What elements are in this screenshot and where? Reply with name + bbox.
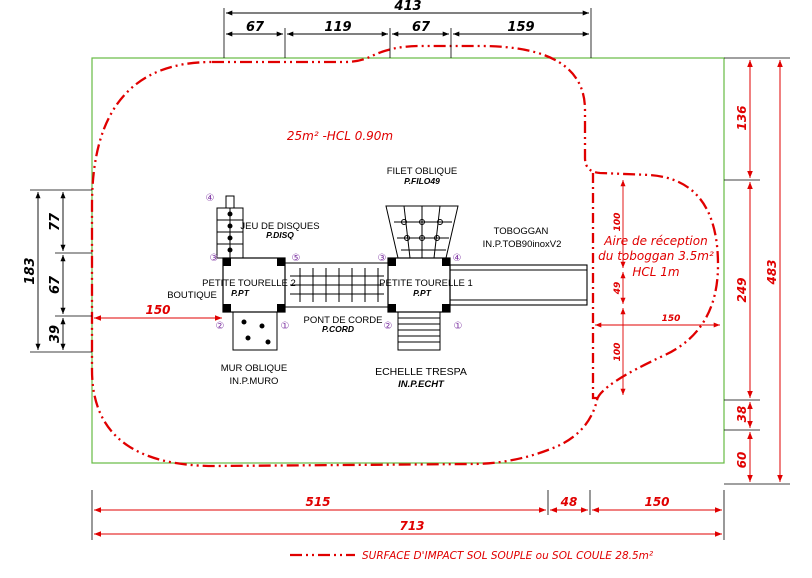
dim-bottom-total: 713	[399, 519, 424, 533]
dim-slide-zone-mid: 49	[613, 282, 623, 296]
dim-right-part: 60	[735, 452, 749, 469]
note-slide-zone-line3: HCL 1m	[632, 265, 679, 279]
marker-t2-bottom-right: ①	[281, 321, 290, 332]
label-slide-name: TOBOGGAN	[494, 226, 549, 237]
label-bridge-ref: P.CORD	[322, 324, 354, 334]
marker-t1-top-right: ④	[453, 253, 462, 264]
dim-left-part: 39	[48, 325, 63, 343]
marker-t2-left: ③	[210, 253, 219, 264]
dim-top-part: 67	[246, 20, 265, 35]
dim-top-part: 119	[324, 20, 351, 35]
dim-slide-zone-bottom: 100	[613, 343, 623, 362]
label-tower2-name: PETITE TOURELLE 2	[202, 278, 296, 289]
label-bridge-name: PONT DE CORDE	[303, 315, 382, 326]
label-ladder-ref: IN.P.ECHT	[398, 379, 445, 390]
legend-text: SURFACE D'IMPACT SOL SOUPLE ou SOL COULE…	[362, 550, 654, 562]
dim-slide-zone-top: 100	[613, 213, 623, 232]
label-filet-ref: P.FILO49	[404, 176, 440, 186]
label-boutique: BOUTIQUE	[167, 290, 217, 301]
marker-t1-top-left: ③	[378, 253, 387, 264]
dim-left-offset: 150	[145, 303, 170, 317]
dim-slide-zone-width: 150	[662, 314, 681, 324]
label-tower2-ref: P.PT	[231, 288, 250, 298]
top-dimensions: 413 67 119 67 159	[223, 0, 592, 58]
dim-left-total: 183	[23, 257, 38, 284]
label-tower1-ref: P.PT	[413, 288, 432, 298]
dim-bottom-part: 515	[305, 495, 330, 509]
oblique-wall	[232, 311, 278, 351]
label-disc-ref: P.DISQ	[266, 230, 294, 240]
dim-bottom-part: 150	[644, 495, 669, 509]
slide-zone-dimensions: 100 49 100 150	[595, 180, 720, 395]
label-filet-name: FILET OBLIQUE	[387, 166, 458, 177]
trespa-ladder	[397, 311, 441, 351]
label-ladder-name: ECHELLE TRESPA	[375, 366, 467, 378]
dim-left-part: 67	[48, 275, 63, 294]
disc-game-structure	[216, 195, 244, 259]
bottom-dimensions: 515 48 150 713	[91, 490, 725, 540]
dim-left-part: 77	[48, 212, 63, 231]
note-main-area: 25m² -HCL 0.90m	[287, 129, 393, 143]
dim-right-part: 136	[735, 105, 749, 130]
rope-bridge	[285, 262, 388, 308]
marker-t1-bottom-right: ①	[454, 321, 463, 332]
dim-top-part: 67	[412, 20, 431, 35]
dim-right-part: 249	[735, 277, 749, 302]
dim-right-part: 38	[735, 406, 749, 423]
dim-bottom-part: 48	[560, 495, 578, 509]
slide	[449, 264, 588, 306]
label-wall-name: MUR OBLIQUE	[221, 363, 288, 374]
marker-t2-top: ④	[206, 193, 215, 204]
marker-t2-right: ⑤	[292, 253, 301, 264]
left-dimensions: 183 77 67 39	[23, 189, 92, 353]
note-slide-zone-line2: du toboggan 3.5m²	[598, 249, 714, 263]
slide-reception-zone	[591, 173, 600, 400]
oblique-net	[385, 205, 459, 259]
label-slide-ref: IN.P.TOB90inoxV2	[483, 239, 562, 250]
note-slide-zone-line1: Aire de réception	[603, 234, 707, 248]
dim-top-total: 413	[393, 0, 421, 14]
dim-right-total: 483	[765, 259, 779, 285]
right-dimensions: 483 136 249 38 60	[724, 57, 790, 485]
dim-top-part: 159	[507, 20, 534, 35]
marker-t2-bottom-left: ②	[216, 321, 225, 332]
label-disc-name: JEU DE DISQUES	[240, 221, 319, 232]
marker-t1-bottom-left: ②	[384, 321, 393, 332]
label-wall-ref: IN.P.MURO	[230, 376, 279, 387]
label-tower1-name: PETITE TOURELLE 1	[379, 278, 473, 289]
